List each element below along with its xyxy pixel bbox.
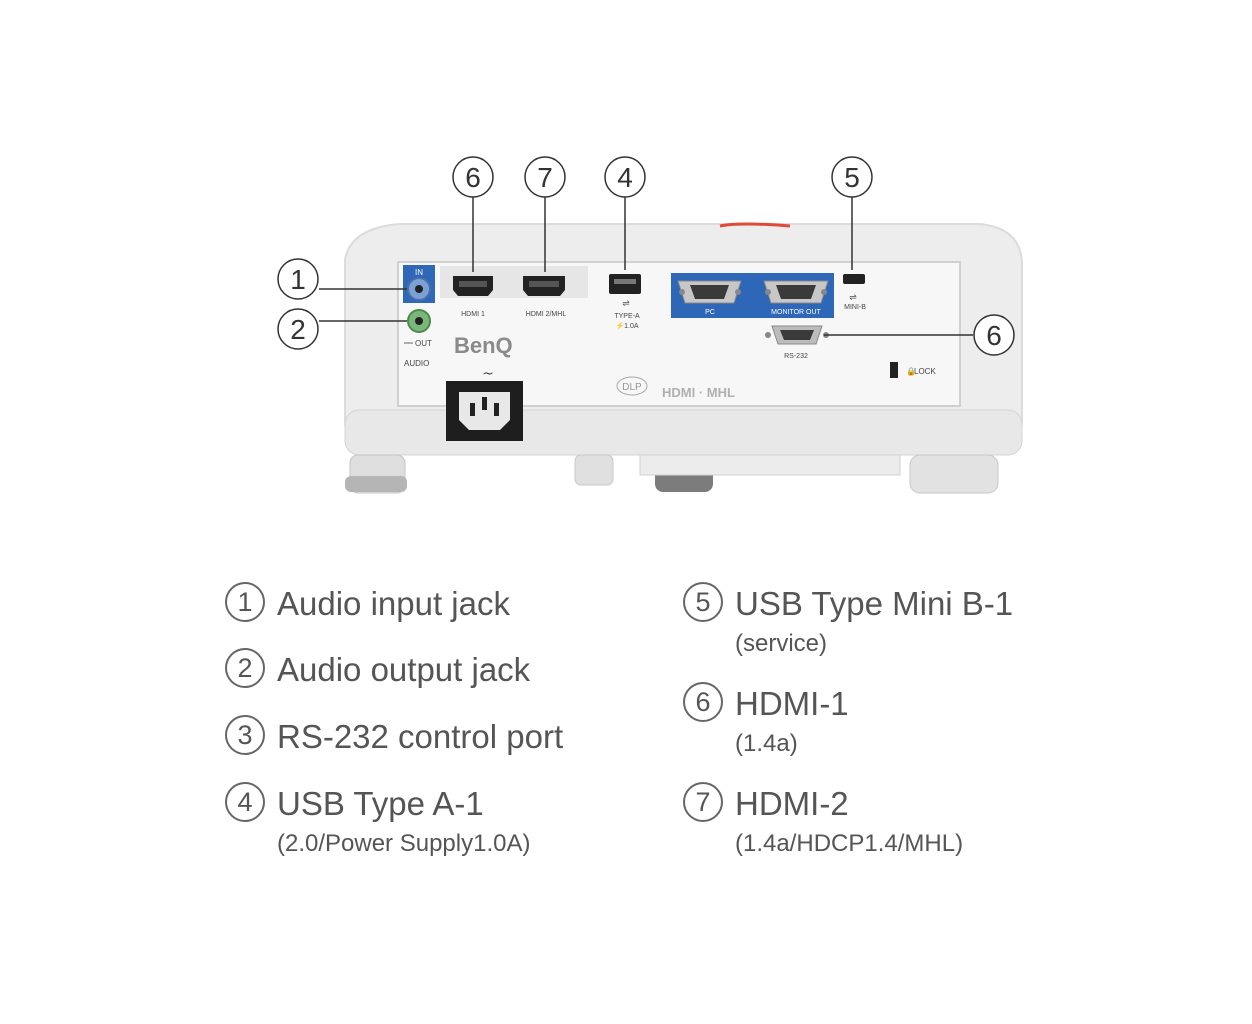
power-inlet: ~	[446, 366, 523, 441]
legend-label: RS-232 control port	[277, 718, 564, 755]
legend-number: 6	[683, 682, 723, 722]
legend-item: 4 USB Type A-1 (2.0/Power Supply1.0A)	[225, 780, 745, 860]
legend-label: HDMI-1	[735, 685, 849, 722]
hdmi1-label: HDMI 1	[461, 311, 485, 318]
svg-text:4: 4	[617, 162, 633, 193]
svg-text:⇌: ⇌	[849, 293, 857, 303]
legend-item: 5 USB Type Mini B-1 (service)	[683, 580, 1203, 680]
svg-text:7: 7	[537, 162, 553, 193]
callout-6-top: 6	[452, 156, 494, 198]
legend-number: 2	[225, 648, 265, 688]
pc-label: PC	[705, 309, 715, 316]
callout-7: 7	[524, 156, 566, 198]
callout-6-right: 6	[973, 314, 1015, 356]
legend-sublabel: (1.4a)	[735, 730, 798, 757]
legend-label: USB Type Mini B-1	[735, 585, 1014, 622]
mini-b-label: MINI-B	[844, 304, 866, 311]
rs232-label: RS-232	[784, 353, 808, 360]
legend-number: 1	[225, 582, 265, 622]
hdmi-ports: HDMI 1 HDMI 2/MHL	[453, 276, 566, 318]
svg-text:DLP: DLP	[622, 382, 642, 393]
usb-type-a: ⇌ TYPE-A ⚡1.0A	[609, 274, 641, 330]
lock-label: LOCK	[914, 367, 936, 376]
legend-label: HDMI-2	[735, 785, 849, 822]
legend-label: Audio input jack	[277, 585, 510, 622]
dlp-logo: DLP	[616, 376, 648, 396]
legend-item: 6 HDMI-1 (1.4a)	[683, 680, 1203, 780]
usb-mini-b: ⇌ MINI-B	[843, 274, 866, 311]
legend-item: 3 RS-232 control port	[225, 713, 745, 780]
vga-panel: PC MONITOR OUT	[671, 273, 834, 318]
legend-item: 2 Audio output jack	[225, 646, 745, 713]
legend-number: 4	[225, 782, 265, 822]
callouts: 6 7 4 5 1 2 6	[277, 156, 1015, 356]
brand-logo: BenQ	[454, 333, 513, 358]
legend-sublabel: (2.0/Power Supply1.0A)	[277, 830, 531, 857]
legend-label: USB Type A-1	[277, 785, 484, 822]
feet	[345, 454, 999, 494]
kensington-lock: 🔒 LOCK	[890, 362, 936, 378]
legend-sublabel: (1.4a/HDCP1.4/MHL)	[735, 830, 964, 857]
audio-in-label: IN	[415, 268, 423, 277]
svg-text:1: 1	[290, 264, 306, 295]
ac-symbol: ~	[482, 366, 494, 382]
svg-text:2: 2	[290, 314, 306, 345]
legend-item: 7 HDMI-2 (1.4a/HDCP1.4/MHL)	[683, 780, 1203, 860]
callout-4: 4	[604, 156, 646, 198]
svg-text:5: 5	[844, 162, 860, 193]
callout-2: 2	[277, 308, 319, 350]
legend-number: 3	[225, 715, 265, 755]
power-label: ⚡1.0A	[615, 321, 638, 330]
audio-panel: IN OUT AUDIO	[403, 265, 435, 368]
callout-5: 5	[831, 156, 873, 198]
hdmi-mhl-logo: HDMI · MHL	[662, 385, 735, 400]
monitor-out-label: MONITOR OUT	[771, 309, 821, 316]
rs232-port: RS-232	[765, 325, 829, 360]
legend-left: 1 Audio input jack 2 Audio output jack 3…	[225, 580, 745, 860]
projector-rear-diagram: IN OUT AUDIO BenQ HDMI 1 HDMI 2/MHL ⇌ TY…	[277, 156, 1023, 494]
svg-text:6: 6	[465, 162, 481, 193]
audio-out-label: OUT	[415, 339, 432, 348]
audio-label: AUDIO	[404, 359, 429, 368]
legend-item: 1 Audio input jack	[225, 580, 745, 646]
callout-lines	[319, 197, 973, 336]
callout-1: 1	[277, 258, 319, 300]
legend-label: Audio output jack	[277, 651, 531, 688]
type-a-label: TYPE-A	[614, 313, 640, 320]
legend-sublabel: (service)	[735, 630, 828, 657]
svg-text:6: 6	[986, 320, 1002, 351]
legend-number: 5	[683, 582, 723, 622]
hdmi2-label: HDMI 2/MHL	[526, 311, 567, 318]
svg-text:🔒: 🔒	[906, 367, 916, 376]
legend-number: 7	[683, 782, 723, 822]
svg-text:⇌: ⇌	[622, 299, 630, 309]
legend-right: 5 USB Type Mini B-1 (service) 6 HDMI-1 (…	[683, 580, 1203, 860]
